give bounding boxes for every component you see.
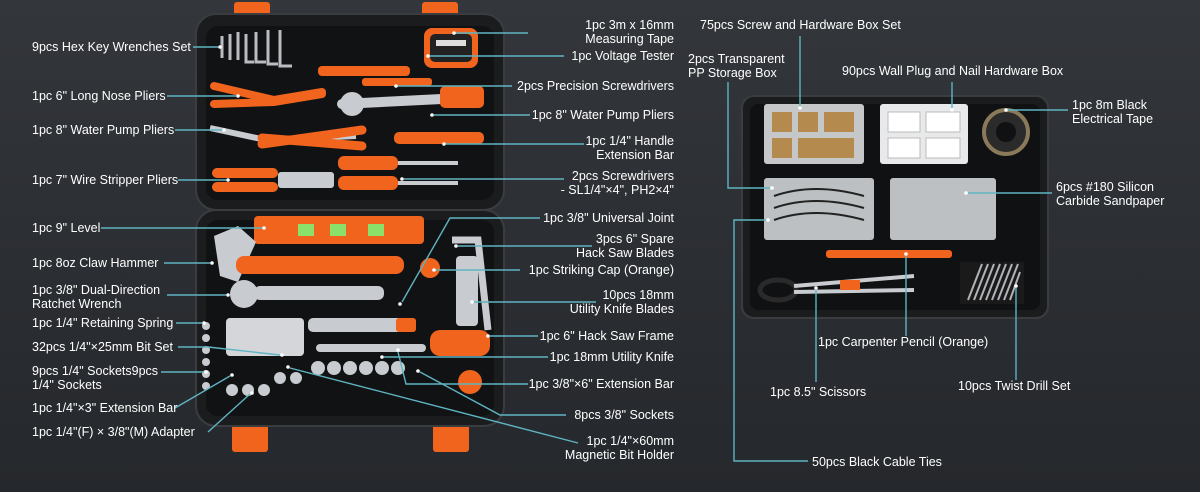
label-handle-extension-bar: 1pc 1/4" Handle Extension Bar bbox=[585, 134, 674, 162]
ratchet-wrench bbox=[230, 280, 384, 308]
label-striking-cap: 1pc Striking Cap (Orange) bbox=[528, 263, 674, 277]
label-extension-bar-38: 1pc 3/8"×6" Extension Bar bbox=[528, 377, 674, 391]
label-level: 1pc 9" Level bbox=[32, 221, 101, 235]
label-electrical-tape: 1pc 8m Black Electrical Tape bbox=[1072, 98, 1153, 126]
hex-key-set bbox=[220, 30, 292, 68]
pp-storage-box-sandpaper bbox=[890, 178, 996, 240]
label-carpenter-pencil: 1pc Carpenter Pencil (Orange) bbox=[818, 335, 989, 349]
adjustable-wrench bbox=[337, 86, 484, 116]
right-accessory-case bbox=[741, 95, 1049, 319]
label-retaining-spring: 1pc 1/4" Retaining Spring bbox=[32, 316, 174, 330]
label-tape-line-2: Measuring Tape bbox=[585, 32, 674, 46]
measuring-tape bbox=[424, 28, 478, 68]
label-ratchet-line-2: Ratchet Wrench bbox=[32, 297, 122, 311]
scissors bbox=[757, 274, 915, 303]
label-handle-line-2: Extension Bar bbox=[596, 148, 674, 162]
label-extension-bar-quarter: 1pc 1/4"×3" Extension Bar bbox=[32, 401, 178, 415]
label-ppbox-line-2: PP Storage Box bbox=[688, 66, 777, 80]
label-screw-hardware-box: 75pcs Screw and Hardware Box Set bbox=[700, 18, 901, 32]
left-tool-case bbox=[195, 2, 505, 452]
label-hack-saw-blades: 3pcs 6" Spare Hack Saw Blades bbox=[576, 232, 674, 260]
label-claw-hammer: 1pc 8oz Claw Hammer bbox=[32, 256, 159, 270]
label-water-pump-pliers-left: 1pc 8" Water Pump Pliers bbox=[32, 123, 175, 137]
screwdriver-2 bbox=[338, 176, 398, 190]
label-ppbox-line-1: 2pcs Transparent bbox=[688, 52, 785, 66]
label-screwdrivers-line-2: - SL1/4"×4", PH2×4" bbox=[560, 183, 674, 197]
label-cable-ties: 50pcs Black Cable Ties bbox=[812, 455, 942, 469]
wire-stripper-pliers bbox=[212, 168, 334, 192]
handle-extension-bar bbox=[394, 132, 484, 144]
long-nose-pliers bbox=[210, 82, 326, 108]
magnetic-bit-holder bbox=[458, 370, 482, 394]
utility-knife-blades bbox=[456, 256, 478, 326]
label-etape-line-2: Electrical Tape bbox=[1072, 112, 1154, 126]
label-measuring-tape: 1pc 3m x 16mm Measuring Tape bbox=[585, 18, 674, 46]
hack-saw-frame bbox=[452, 236, 492, 331]
label-ratchet-line-1: 1pc 3/8" Dual-Direction bbox=[32, 283, 161, 297]
screwdriver-1 bbox=[338, 156, 398, 170]
label-sand-line-1: 6pcs #180 Silicon bbox=[1056, 180, 1154, 194]
water-pump-pliers bbox=[209, 125, 367, 151]
label-twist-drill-set: 10pcs Twist Drill Set bbox=[958, 379, 1071, 393]
label-magnetic-bit-holder: 1pc 1/4"×60mm Magnetic Bit Holder bbox=[565, 434, 674, 462]
label-scissors: 1pc 8.5" Scissors bbox=[770, 385, 867, 399]
wall-plug-nail-box bbox=[880, 104, 968, 164]
label-pp-storage-box: 2pcs Transparent PP Storage Box bbox=[688, 52, 785, 80]
striking-cap bbox=[420, 258, 440, 278]
label-sockets-line-2: 1/4" Sockets bbox=[32, 378, 102, 392]
spirit-level bbox=[254, 216, 424, 244]
twist-drill-set bbox=[960, 262, 1024, 304]
label-wall-plug-box: 90pcs Wall Plug and Nail Hardware Box bbox=[842, 64, 1064, 78]
screw-hardware-box bbox=[764, 104, 864, 164]
label-knife-blades-line-1: 10pcs 18mm bbox=[602, 288, 674, 302]
label-ratchet-wrench: 1pc 3/8" Dual-Direction Ratchet Wrench bbox=[32, 283, 160, 311]
label-quarter-sockets: 9pcs 1/4" Sockets9pcs 1/4" Sockets bbox=[32, 364, 158, 392]
label-precision-screwdrivers: 2pcs Precision Screwdrivers bbox=[517, 79, 674, 93]
label-etape-line-1: 1pc 8m Black bbox=[1072, 98, 1148, 112]
label-utility-knife: 1pc 18mm Utility Knife bbox=[549, 350, 674, 364]
electrical-tape bbox=[982, 108, 1030, 156]
leader-lines bbox=[101, 31, 1068, 462]
label-hex-key-set: 9pcs Hex Key Wrenches Set bbox=[32, 40, 191, 54]
pp-storage-box-cable-ties bbox=[764, 178, 874, 240]
label-handle-line-1: 1pc 1/4" Handle bbox=[585, 134, 674, 148]
utility-knife bbox=[308, 318, 408, 332]
bit-set-tray bbox=[226, 318, 304, 356]
label-wire-stripper: 1pc 7" Wire Stripper Pliers bbox=[32, 173, 179, 187]
label-universal-joint: 1pc 3/8" Universal Joint bbox=[543, 211, 674, 225]
label-hack-saw-frame: 1pc 6" Hack Saw Frame bbox=[539, 329, 674, 343]
label-screwdrivers: 2pcs Screwdrivers - SL1/4"×4", PH2×4" bbox=[561, 169, 674, 197]
label-adapter: 1pc 1/4"(F) × 3/8"(M) Adapter bbox=[32, 425, 195, 439]
label-blades-line-2: Hack Saw Blades bbox=[576, 246, 674, 260]
label-sandpaper: 6pcs #180 Silicon Carbide Sandpaper bbox=[1056, 180, 1164, 208]
label-knife-blades-line-2: Utility Knife Blades bbox=[569, 302, 674, 316]
label-holder-line-2: Magnetic Bit Holder bbox=[564, 448, 674, 462]
voltage-tester bbox=[318, 66, 410, 76]
small-sockets-row bbox=[226, 372, 302, 396]
label-holder-line-1: 1pc 1/4"×60mm bbox=[586, 434, 674, 448]
label-bit-set: 32pcs 1/4"×25mm Bit Set bbox=[32, 340, 173, 354]
label-voltage-tester: 1pc Voltage Tester bbox=[571, 49, 674, 63]
precision-screwdriver bbox=[362, 78, 432, 86]
label-long-nose-pliers: 1pc 6" Long Nose Pliers bbox=[32, 89, 166, 103]
carpenter-pencil bbox=[826, 250, 952, 258]
claw-hammer bbox=[214, 226, 404, 282]
label-screwdrivers-line-1: 2pcs Screwdrivers bbox=[571, 169, 674, 183]
label-sand-line-2: Carbide Sandpaper bbox=[1056, 194, 1165, 208]
label-water-pump-pliers-right: 1pc 8" Water Pump Pliers bbox=[531, 108, 674, 122]
label-sockets-38: 8pcs 3/8" Sockets bbox=[574, 408, 674, 422]
label-blades-line-1: 3pcs 6" Spare bbox=[595, 232, 674, 246]
extension-bar-38 bbox=[316, 344, 426, 352]
label-sockets-line-1: 9pcs 1/4" Sockets9pcs bbox=[32, 364, 159, 378]
label-utility-knife-blades: 10pcs 18mm Utility Knife Blades bbox=[570, 288, 674, 316]
label-tape-line-1: 1pc 3m x 16mm bbox=[585, 18, 674, 32]
